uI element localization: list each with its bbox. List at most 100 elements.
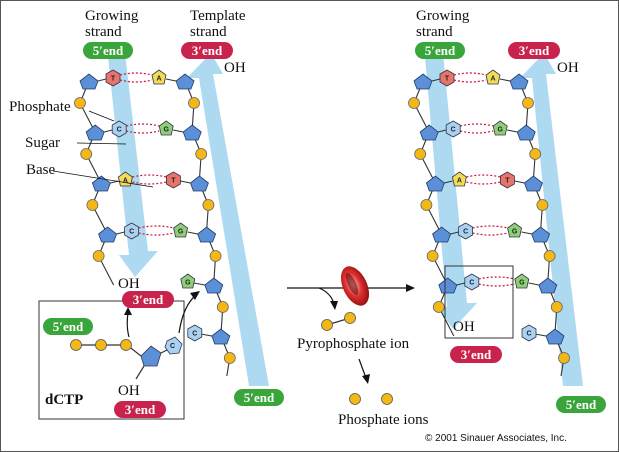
- h-bond: [132, 181, 167, 185]
- oh-dctp: OH: [118, 383, 140, 399]
- phosphate-icon: [80, 148, 93, 160]
- backbone-line: [193, 282, 205, 286]
- growing-strand-label-line2: strand: [85, 24, 122, 40]
- label-pointers: [52, 110, 154, 188]
- sugar-icon: [425, 175, 445, 192]
- sugar-icon: [438, 277, 458, 294]
- hydrolysis-arrow: [358, 358, 370, 384]
- phosphate-icon: [202, 199, 215, 211]
- template-strand-arrow-right: [520, 53, 583, 386]
- hydrogen-bonds: [119, 72, 515, 287]
- svg-text:5′end: 5′end: [93, 43, 124, 58]
- base-c-label: C: [129, 229, 134, 236]
- base-a-label: A: [490, 76, 495, 83]
- base-a-label: A: [457, 178, 462, 185]
- base-g-icon: [514, 273, 530, 289]
- h-bond: [126, 130, 160, 134]
- pill-right-5end: 5′end: [415, 42, 465, 59]
- sugar-icon: [419, 124, 439, 141]
- pill-growing-3end: 3′end: [122, 291, 174, 308]
- h-bond: [119, 72, 153, 76]
- phosphate-icon: [558, 352, 570, 364]
- base-t-icon: [439, 69, 455, 87]
- base-a-icon: [451, 171, 467, 187]
- base-c-icon: [464, 273, 480, 291]
- base-g-label: G: [185, 280, 191, 287]
- base-g-label: G: [519, 280, 525, 287]
- h-bond: [472, 225, 508, 229]
- phosphate-icon: [209, 250, 222, 262]
- backbone-line: [521, 231, 532, 235]
- sugar-icon: [516, 124, 536, 141]
- phosphate-icon: [216, 301, 229, 313]
- sugar-icon: [189, 175, 209, 192]
- backbone-line: [104, 129, 113, 133]
- svg-text:3′end: 3′end: [519, 43, 550, 58]
- base-a-icon: [485, 69, 501, 85]
- pill-left-5end: 5′end: [83, 42, 133, 59]
- base-g-label: G: [497, 127, 503, 134]
- dctp-phosphate-2: [95, 339, 107, 351]
- backbone-line: [438, 129, 447, 133]
- base-c-label: C: [451, 127, 456, 134]
- phosphate-icon: [550, 301, 563, 313]
- base-c-icon: [124, 222, 140, 240]
- dctp-sugar: [140, 345, 162, 367]
- sugar-icon: [175, 73, 195, 90]
- pyrophosphate-label: Pyrophosphate ion: [297, 336, 410, 352]
- dctp-base-c-label: C: [170, 343, 175, 350]
- h-bond: [466, 174, 501, 178]
- sugar-icon: [509, 73, 529, 90]
- sugar-icon: [197, 226, 217, 243]
- phosphate-ions: [349, 393, 393, 405]
- svg-text:5′end: 5′end: [244, 390, 275, 405]
- pill-left-template-5end: 5′end: [234, 389, 284, 406]
- backbone-line: [431, 78, 441, 82]
- sugar-icon: [79, 73, 99, 90]
- copyright-notice: © 2001 Sinauer Associates, Inc.: [425, 433, 567, 444]
- phosphate-icon: [543, 250, 556, 262]
- base-c-icon: [521, 324, 537, 342]
- base-g-icon: [158, 120, 174, 136]
- phosphate-icon: [522, 97, 534, 109]
- sugar-icon: [85, 124, 105, 141]
- backbone-line: [499, 78, 511, 82]
- h-bond: [460, 130, 494, 134]
- phosphate-ions-label: Phosphate ions: [338, 412, 429, 428]
- dctp-phosphate-3: [120, 339, 132, 351]
- pill-right-template-5end: 5′end: [556, 396, 606, 413]
- sugar-icon: [211, 328, 231, 345]
- backbone-line: [97, 78, 107, 82]
- base-a-icon: [117, 171, 133, 187]
- sugar-icon: [413, 73, 433, 90]
- backbone-line: [534, 333, 547, 337]
- phosphate-icon: [432, 301, 445, 313]
- backbone-line: [165, 78, 177, 82]
- base-c-label: C: [192, 331, 197, 338]
- sugars: [79, 73, 565, 345]
- oh-template-left: OH: [224, 60, 246, 76]
- base-g-icon: [507, 222, 523, 238]
- backbone-line: [528, 282, 539, 286]
- base-g-label: G: [178, 229, 184, 236]
- phosphate-icon: [420, 199, 433, 211]
- h-bond: [453, 79, 487, 83]
- dctp-base-c: [164, 336, 183, 355]
- template-strand-label-line2: strand: [190, 24, 227, 40]
- base-c-icon: [111, 120, 127, 138]
- end-pills: 5′end 3′end 3′end 5′end 3′end 5′end 5′en…: [43, 42, 606, 418]
- h-bond: [138, 232, 174, 236]
- strand-arrows: [104, 53, 583, 386]
- sugar-icon: [204, 277, 224, 294]
- phosphate-icon: [86, 199, 99, 211]
- base-g-icon: [173, 222, 189, 238]
- base-g-label: G: [163, 127, 169, 134]
- phosphate-icon: [195, 148, 208, 160]
- h-bond: [126, 123, 160, 127]
- phosphate-icon: [536, 199, 549, 211]
- backbone-line: [200, 333, 212, 337]
- base-a-label: A: [156, 76, 161, 83]
- new-nucleotide-box: [444, 265, 514, 339]
